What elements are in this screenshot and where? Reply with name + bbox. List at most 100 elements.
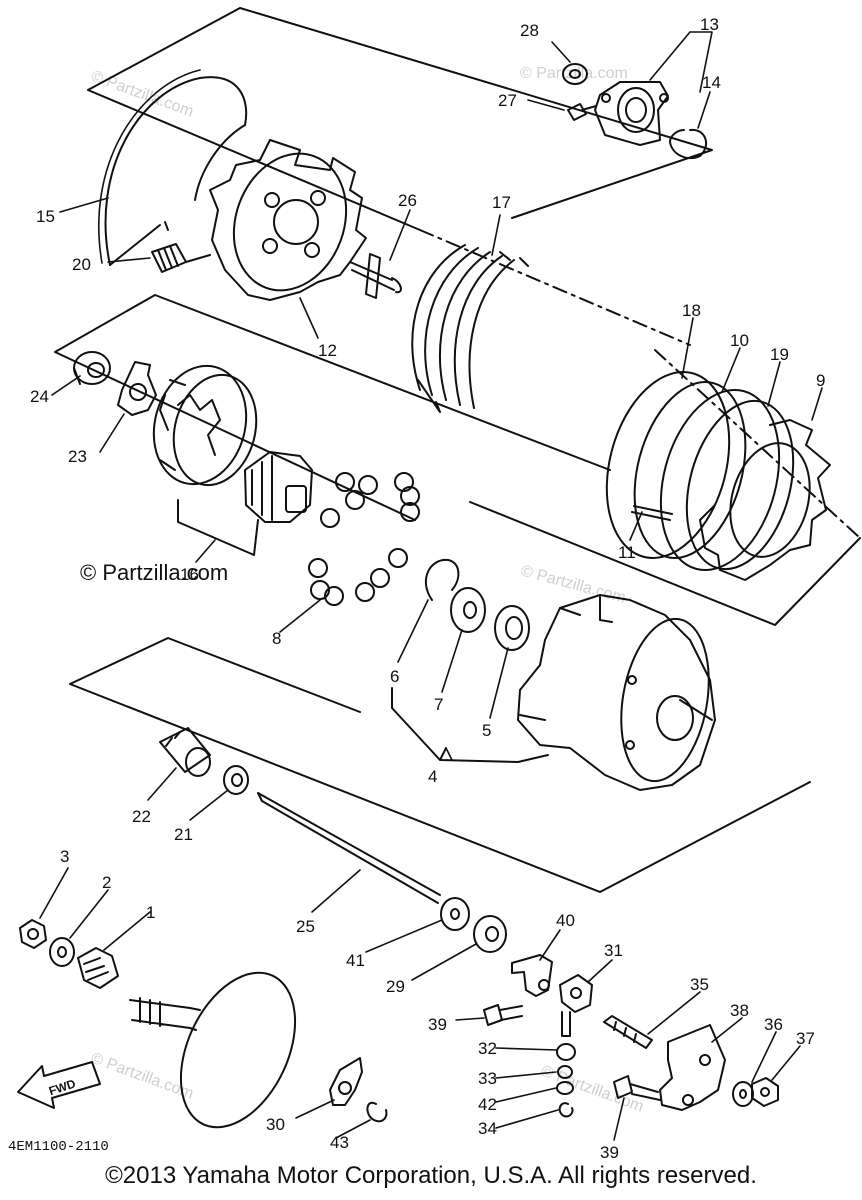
- shaft-part-25: [257, 792, 441, 904]
- callout-12: 12: [318, 341, 337, 360]
- gear-part-1: [77, 947, 119, 989]
- washer-part-41: [440, 897, 470, 931]
- lever-shaft-and-disc: [129, 971, 297, 1129]
- callout-1: 1: [146, 903, 155, 922]
- screw-part-35: [603, 1015, 653, 1049]
- svg-text:© Partzilla.com: © Partzilla.com: [89, 1050, 196, 1103]
- callout-25: 25: [296, 917, 315, 936]
- callout-30: 30: [266, 1115, 285, 1134]
- callout-40: 40: [556, 911, 575, 930]
- callout-13: 13: [700, 15, 719, 34]
- bolt-part-39-lower: [613, 1075, 661, 1101]
- lever-part-40: [511, 954, 553, 997]
- washer-part-7: [450, 587, 486, 633]
- callout-35: 35: [690, 975, 709, 994]
- nut-part-3: [19, 919, 47, 949]
- callout-6: 6: [390, 667, 399, 686]
- callout-36: 36: [764, 1015, 783, 1034]
- clutch-housing-part-4: [517, 594, 716, 791]
- callout-8: 8: [272, 629, 281, 648]
- assembly-frame-middle: [54, 294, 861, 626]
- copyright-notice: ©2013 Yamaha Motor Corporation, U.S.A. A…: [105, 1162, 757, 1189]
- bearing-part-29: [473, 915, 507, 953]
- callout-37: 37: [796, 1029, 815, 1048]
- bearing-part-5: [494, 605, 530, 651]
- adjuster-part-31: [559, 974, 593, 1037]
- circlip-part-43: [366, 1101, 388, 1123]
- callout-38: 38: [730, 1001, 749, 1020]
- callout-16: 16: [180, 565, 199, 584]
- callout-31: 31: [604, 941, 623, 960]
- callout-4: 4: [428, 767, 437, 786]
- circlip-part-14: [669, 128, 708, 160]
- circlip-part-15: [104, 76, 248, 266]
- callout-20: 20: [72, 255, 91, 274]
- callout-9: 9: [816, 371, 825, 390]
- callout-28: 28: [520, 21, 539, 40]
- callout-27: 27: [498, 91, 517, 110]
- assembly-frame-lower: [69, 637, 811, 893]
- bearing-housing-part-13: [594, 81, 669, 146]
- lock-washer-part-23: [117, 361, 157, 416]
- forward-arrow-icon: [17, 1061, 101, 1109]
- callout-10: 10: [730, 331, 749, 350]
- circlip-part-6: [424, 558, 460, 601]
- callout-labels: 1 2 3 4 5 6 7 8 9 10 11 12 13 14 15 16 1…: [30, 15, 825, 1162]
- collar-part-22: [159, 727, 211, 777]
- svg-text:© Partzilla.com: © Partzilla.com: [519, 562, 628, 606]
- callout-23: 23: [68, 447, 87, 466]
- callout-43: 43: [330, 1133, 349, 1152]
- callout-11: 11: [618, 543, 636, 562]
- clutch-boss-part-16: [152, 364, 258, 487]
- hub-part-16-gear: [244, 451, 313, 523]
- callout-39-lower: 39: [600, 1143, 619, 1162]
- callout-29: 29: [386, 977, 405, 996]
- svg-text:© Partzilla.com: © Partzilla.com: [520, 65, 628, 82]
- callout-24: 24: [30, 387, 49, 406]
- callout-26: 26: [398, 191, 417, 210]
- callout-39-upper: 39: [428, 1015, 447, 1034]
- callout-21: 21: [174, 825, 193, 844]
- callout-15: 15: [36, 207, 55, 226]
- callout-34: 34: [478, 1119, 497, 1138]
- washer-part-28: [562, 63, 588, 85]
- callout-41: 41: [346, 951, 365, 970]
- bolt-part-39-upper: [483, 1004, 523, 1026]
- clutch-plates-part-17: [411, 244, 529, 413]
- callout-32: 32: [478, 1039, 497, 1058]
- clutch-pack-parts-9-10-18-19: [605, 371, 831, 581]
- push-rod-part-26: [349, 253, 402, 299]
- callout-33: 33: [478, 1069, 497, 1088]
- cam-part-30: [329, 1057, 363, 1106]
- callout-5: 5: [482, 721, 491, 740]
- pressure-plate-part-12: [209, 139, 367, 301]
- callout-3: 3: [60, 847, 69, 866]
- assembly-frame-top-divider: [419, 229, 691, 346]
- bracket-part-4: [391, 687, 549, 763]
- spring-part-20: [151, 243, 211, 273]
- bracket-part-16: [177, 499, 259, 556]
- ball-group: [308, 472, 420, 606]
- callout-22: 22: [132, 807, 151, 826]
- callout-42: 42: [478, 1095, 497, 1114]
- callout-18: 18: [682, 301, 701, 320]
- partzilla-watermark: © Partzilla.com: [80, 560, 228, 585]
- faint-watermarks: © Partzilla.com © Partzilla.com © Partzi…: [89, 65, 646, 1116]
- washer-part-36: [732, 1081, 754, 1107]
- diagram-code: 4EM1100-2110: [8, 1139, 109, 1155]
- callout-7: 7: [434, 695, 443, 714]
- callout-17: 17: [492, 193, 511, 212]
- small-parts-32-33-42-34: [556, 1043, 576, 1118]
- callout-2: 2: [102, 873, 111, 892]
- leader-lines: [39, 31, 823, 1141]
- bracket-part-38: [659, 1024, 726, 1111]
- washer-part-2: [49, 937, 75, 967]
- washer-part-24: [73, 351, 111, 385]
- bolt-part-27: [567, 103, 597, 121]
- washer-part-21: [223, 765, 249, 795]
- svg-text:© Partzilla.com: © Partzilla.com: [539, 1063, 646, 1116]
- callout-19: 19: [770, 345, 789, 364]
- nut-part-37: [751, 1077, 779, 1107]
- callout-14: 14: [702, 73, 721, 92]
